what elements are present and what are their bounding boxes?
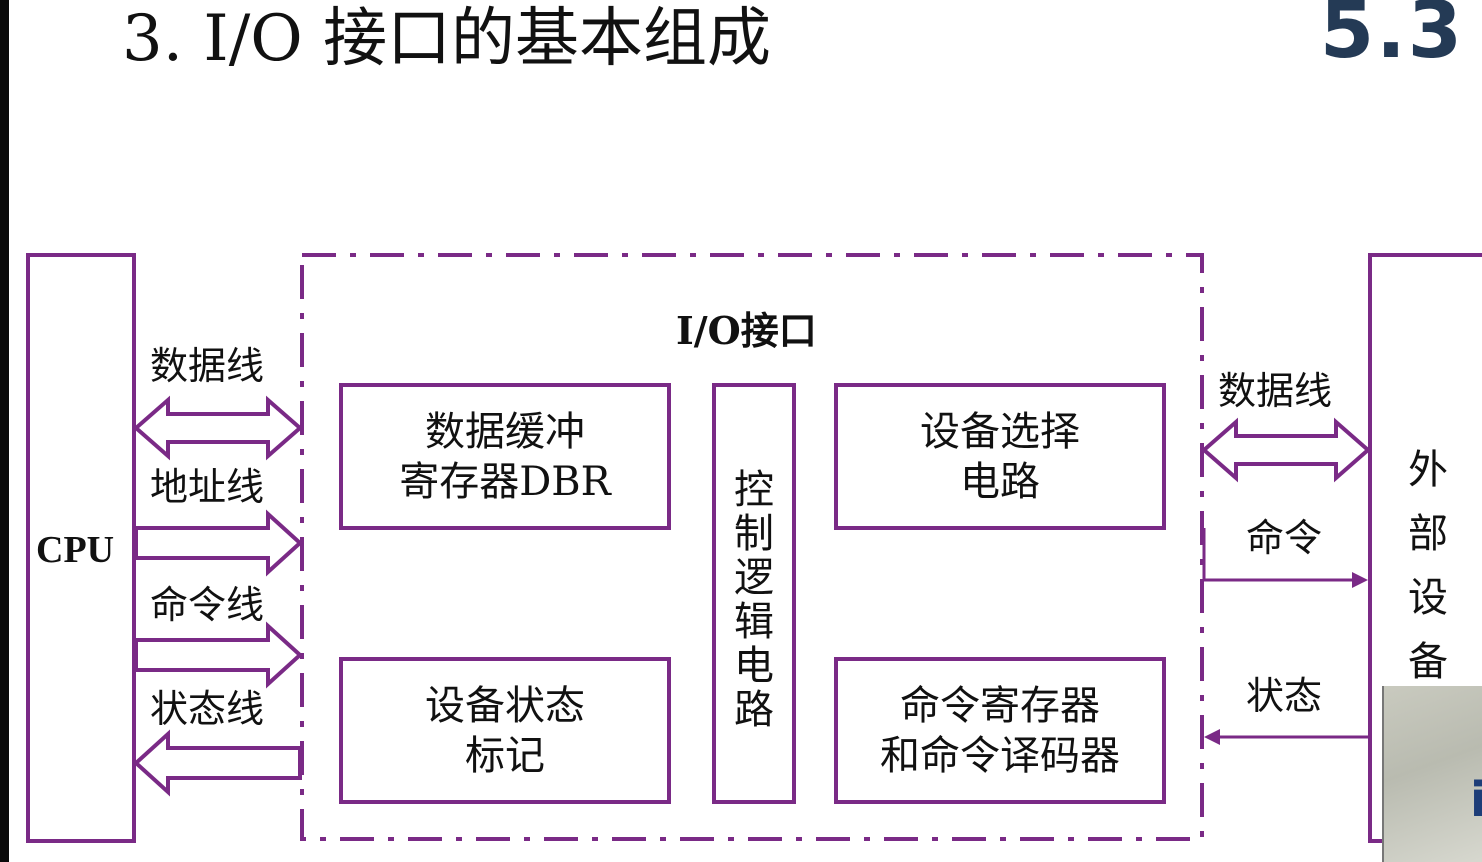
command-signal-arrowhead (1352, 572, 1368, 588)
io-interface-boundary (300, 253, 1204, 841)
external-device-char: 设 (1408, 575, 1448, 621)
status-signal-arrowhead (1204, 729, 1220, 745)
overlay-glyph: i (1470, 772, 1482, 828)
cpu-label: CPU (36, 529, 115, 571)
page-title: 3. I/O 接口的基本组成 (122, 2, 772, 76)
status-line-arrow (133, 729, 302, 797)
data-buffer-line-2: 寄存器DBR (399, 458, 611, 505)
data-buffer-text: 数据缓冲 寄存器DBR (341, 385, 669, 528)
control-logic-char: 路 (734, 687, 774, 733)
data-buffer-line-1: 数据缓冲 (425, 408, 585, 455)
device-select-line-1: 设备选择 (920, 408, 1080, 455)
external-device-char: 备 (1408, 639, 1448, 685)
address-line-label: 地址线 (150, 465, 265, 509)
command-label: 命令 (1246, 516, 1323, 560)
data-buffer-box (339, 383, 671, 530)
command-register-line-1: 命令寄存器 (900, 682, 1100, 729)
address-line-arrow (134, 509, 303, 577)
device-status-line-1: 设备状态 (425, 682, 585, 729)
device-status-text: 设备状态 标记 (341, 659, 669, 802)
section-number: 5.3 (1319, 0, 1464, 76)
device-select-line-2: 电路 (960, 458, 1040, 505)
left-data-line-label: 数据线 (150, 344, 265, 388)
command-register-box (834, 657, 1166, 804)
device-select-text: 设备选择 电路 (836, 385, 1164, 528)
command-register-line-2: 和命令译码器 (880, 732, 1120, 779)
status-label: 状态 (1246, 674, 1323, 718)
device-select-box (834, 383, 1166, 530)
command-signal-line (1202, 528, 1360, 582)
control-logic-text: 控 制 逻 辑 电 路 (714, 468, 794, 732)
external-device-text: 外 部 设 备 (1370, 438, 1482, 694)
right-data-line-arrow (1200, 417, 1372, 483)
left-data-line-arrow (132, 395, 304, 461)
command-line-arrow (134, 621, 303, 689)
status-line-label: 状态线 (150, 687, 265, 731)
command-register-text: 命令寄存器 和命令译码器 (836, 659, 1164, 802)
control-logic-char: 逻 (734, 555, 774, 601)
left-edge-strip (0, 0, 9, 862)
control-logic-char: 电 (734, 643, 774, 689)
io-interface-label: I/O接口 (676, 308, 817, 353)
control-logic-box (712, 383, 796, 804)
control-logic-char: 控 (734, 467, 774, 513)
external-device-char: 外 (1408, 447, 1448, 493)
right-data-line-label: 数据线 (1218, 369, 1333, 413)
external-device-char: 部 (1408, 511, 1448, 557)
video-overlay-corner: i (1382, 686, 1482, 862)
device-status-line-2: 标记 (465, 732, 545, 779)
control-logic-char: 辑 (734, 599, 774, 645)
control-logic-char: 制 (734, 511, 774, 557)
device-status-box (339, 657, 671, 804)
command-line-label: 命令线 (150, 583, 265, 627)
